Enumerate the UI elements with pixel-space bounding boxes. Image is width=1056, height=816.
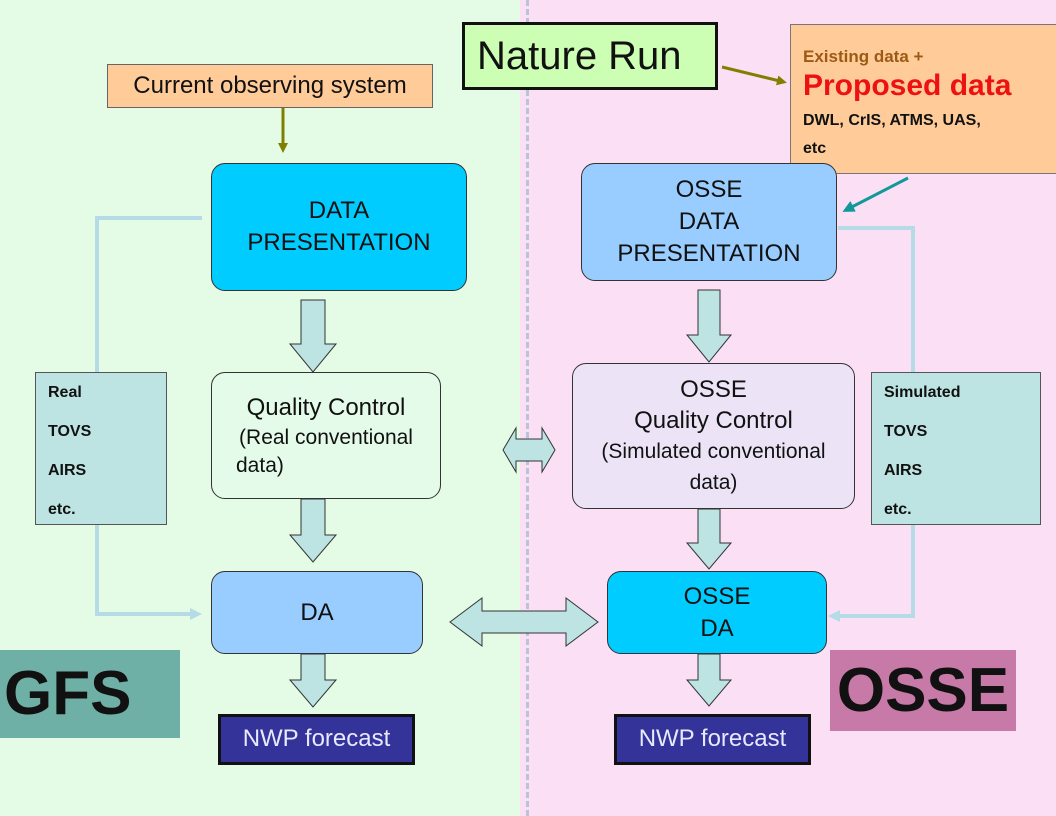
proposed-instruments-text: DWL, CrIS, ATMS, UAS, etc	[803, 107, 1049, 163]
osse-da-line-1: OSSE	[683, 582, 751, 610]
real-data-item: AIRS	[48, 462, 87, 479]
real-data-item: TOVS	[48, 423, 92, 440]
osse-data-presentation-line-2: DATA	[678, 208, 740, 235]
double-arrow-da	[449, 597, 599, 647]
proposed-data-box: Existing data + Proposed data DWL, CrIS,…	[790, 24, 1056, 174]
osse-quality-control-line-1: OSSE	[680, 376, 747, 403]
simulated-data-item: TOVS	[884, 423, 928, 440]
simulated-data-item: AIRS	[884, 462, 923, 479]
gfs-data-presentation-box: DATA PRESENTATION	[211, 163, 467, 291]
real-data-item: Real	[48, 384, 82, 401]
real-data-sidebox: Real TOVS AIRS etc.	[35, 372, 167, 525]
down-arrow-gfs-1	[288, 299, 338, 373]
gfs-da-box: DA	[211, 571, 423, 654]
proposed-instruments-line-2: etc	[803, 140, 827, 157]
gfs-quality-control-sub-2: data)	[236, 453, 284, 477]
osse-data-presentation-line-1: OSSE	[675, 176, 743, 203]
proposed-data-title: Proposed data	[803, 69, 1012, 102]
osse-quality-control-line-2: Quality Control	[634, 407, 793, 434]
down-arrow-osse-3	[685, 653, 733, 707]
osse-data-presentation-line-3: PRESENTATION	[617, 240, 801, 267]
down-arrow-osse-2	[685, 508, 733, 570]
osse-quality-control-box: OSSE Quality Control (Simulated conventi…	[572, 363, 855, 509]
gfs-quality-control-box: Quality Control (Real conventional data)	[211, 372, 441, 499]
simulated-data-sidebox: Simulated TOVS AIRS etc.	[871, 372, 1041, 525]
osse-da-line-2: DA	[700, 614, 734, 642]
down-arrow-osse-1	[685, 289, 733, 363]
real-data-item: etc.	[48, 501, 76, 518]
proposed-instruments-line-1: DWL, CrIS, ATMS, UAS,	[803, 112, 981, 129]
double-arrow-qc	[502, 426, 556, 474]
simulated-data-item: etc.	[884, 501, 912, 518]
osse-data-presentation-box: OSSE DATA PRESENTATION	[581, 163, 837, 281]
proposed-data-arrow	[842, 176, 909, 212]
osse-nwp-forecast-box: NWP forecast	[614, 714, 811, 765]
gfs-quality-control-sub-1: (Real conventional	[239, 425, 413, 449]
gfs-data-presentation-line-1: DATA	[308, 197, 370, 224]
gfs-nwp-forecast-box: NWP forecast	[218, 714, 415, 765]
center-divider	[526, 0, 529, 816]
down-arrow-gfs-3	[288, 653, 338, 708]
gfs-section-label: GFS	[0, 650, 180, 738]
gfs-quality-control-title: Quality Control	[246, 393, 406, 421]
gfs-data-presentation-line-2: PRESENTATION	[247, 229, 431, 256]
osse-da-box: OSSE DA	[607, 571, 827, 654]
nature-run-arrow	[721, 65, 787, 86]
gfs-da-label: DA	[300, 598, 334, 626]
osse-section-label: OSSE	[830, 650, 1016, 731]
current-observing-system-box: Current observing system	[107, 64, 433, 108]
nature-run-box: Nature Run	[462, 22, 718, 90]
osse-quality-control-sub-2: data)	[689, 471, 738, 494]
down-arrow-gfs-2	[288, 498, 338, 563]
osse-quality-control-sub-1: (Simulated conventional	[601, 440, 826, 463]
existing-data-text: Existing data +	[803, 47, 924, 66]
simulated-data-item: Simulated	[884, 384, 961, 401]
